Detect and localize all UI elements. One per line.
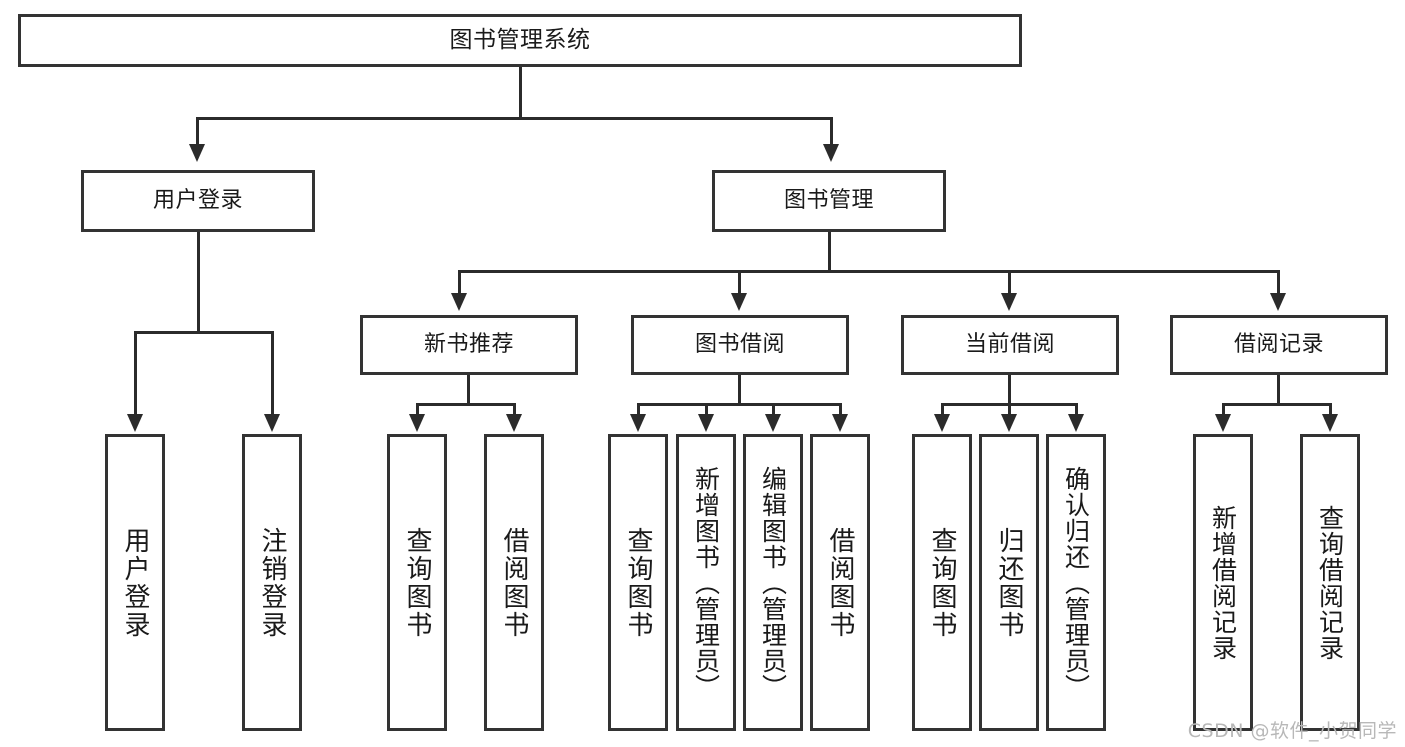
leaf-user-login-0[interactable]: 用户登录: [105, 434, 165, 731]
node-root-book-management-system[interactable]: 图书管理系统: [18, 14, 1022, 67]
edge-user-login-stem: [197, 232, 200, 333]
edge-book-management-stem: [828, 232, 831, 272]
node-book-management[interactable]: 图书管理: [712, 170, 946, 232]
edge-to-borrow-record: [1277, 270, 1280, 294]
node-user-login[interactable]: 用户登录: [81, 170, 315, 232]
arrowhead-br-leaf-0: [1215, 414, 1231, 432]
edge-br-to-leaf-0: [1222, 403, 1225, 415]
edge-to-book-borrow: [738, 270, 741, 294]
leaf-user-login-1[interactable]: 注销登录: [242, 434, 302, 731]
arrowhead-to-book-management: [823, 144, 839, 162]
node-label: 归还图书: [994, 526, 1024, 639]
node-label: 编辑图书（管理员）: [758, 465, 788, 700]
arrowhead-bb-leaf-0: [630, 414, 646, 432]
edge-user-login-bus: [134, 331, 273, 334]
leaf-book-borrow-1[interactable]: 新增图书（管理员）: [676, 434, 736, 731]
arrowhead-user-login-leaf-0: [127, 414, 143, 432]
edge-new-book-recommend-stem: [467, 375, 470, 405]
arrowhead-cb-leaf-2: [1068, 414, 1084, 432]
arrowhead-nbr-leaf-0: [409, 414, 425, 432]
edge-current-borrow-stem: [1008, 375, 1011, 405]
leaf-book-borrow-0[interactable]: 查询图书: [608, 434, 668, 731]
node-label: 图书借阅: [694, 332, 785, 358]
edge-root-bus: [196, 117, 833, 120]
node-label: 借阅图书: [499, 526, 529, 639]
arrowhead-to-user-login: [189, 144, 205, 162]
arrowhead-book-borrow: [731, 293, 747, 311]
edge-bb-to-leaf-0: [637, 403, 640, 415]
node-label: 用户登录: [120, 526, 150, 639]
leaf-book-borrow-3[interactable]: 借阅图书: [810, 434, 870, 731]
arrowhead-br-leaf-1: [1322, 414, 1338, 432]
edge-to-current-borrow: [1008, 270, 1011, 294]
leaf-new-book-recommend-0[interactable]: 查询图书: [387, 434, 447, 731]
node-label: 确认归还（管理员）: [1061, 465, 1091, 700]
edge-cb-to-leaf-1: [1008, 403, 1011, 415]
edge-user-login-to-leaf-1: [271, 331, 274, 415]
edge-level3-bus: [458, 270, 1280, 273]
node-label: 注销登录: [257, 526, 287, 639]
arrowhead-current-borrow: [1001, 293, 1017, 311]
leaf-new-book-recommend-1[interactable]: 借阅图书: [484, 434, 544, 731]
leaf-borrow-record-1[interactable]: 查询借阅记录: [1300, 434, 1360, 731]
leaf-current-borrow-2[interactable]: 确认归还（管理员）: [1046, 434, 1106, 731]
edge-root-to-book-management: [830, 117, 833, 145]
csdn-watermark: CSDN @软件_小贺同学: [1187, 720, 1397, 742]
arrowhead-cb-leaf-0: [934, 414, 950, 432]
edge-borrow-record-bus: [1222, 403, 1332, 406]
edge-bb-to-leaf-2: [772, 403, 775, 415]
arrowhead-new-book-recommend: [451, 293, 467, 311]
edge-book-borrow-bus: [637, 403, 842, 406]
arrowhead-bb-leaf-3: [832, 414, 848, 432]
node-label: 借阅记录: [1233, 332, 1324, 358]
edge-borrow-record-stem: [1277, 375, 1280, 405]
edge-book-borrow-stem: [738, 375, 741, 405]
arrowhead-cb-leaf-1: [1001, 414, 1017, 432]
edge-cb-to-leaf-0: [941, 403, 944, 415]
edge-root-to-user-login: [196, 117, 199, 145]
node-label: 当前借阅: [964, 332, 1055, 358]
edge-cb-to-leaf-2: [1075, 403, 1078, 415]
node-borrow-record[interactable]: 借阅记录: [1170, 315, 1388, 375]
node-label: 借阅图书: [825, 526, 855, 639]
edge-nbr-to-leaf-0: [416, 403, 419, 415]
node-label: 查询图书: [927, 526, 957, 639]
node-label: 新书推荐: [423, 332, 514, 358]
edge-new-book-recommend-bus: [416, 403, 516, 406]
arrowhead-nbr-leaf-1: [506, 414, 522, 432]
leaf-current-borrow-1[interactable]: 归还图书: [979, 434, 1039, 731]
arrowhead-user-login-leaf-1: [264, 414, 280, 432]
leaf-book-borrow-2[interactable]: 编辑图书（管理员）: [743, 434, 803, 731]
edge-to-new-book-recommend: [458, 270, 461, 294]
node-label: 图书管理: [783, 188, 874, 214]
edge-br-to-leaf-1: [1329, 403, 1332, 415]
leaf-borrow-record-0[interactable]: 新增借阅记录: [1193, 434, 1253, 731]
edge-root-stem: [519, 67, 522, 119]
arrowhead-bb-leaf-1: [698, 414, 714, 432]
node-label: 查询借阅记录: [1315, 504, 1345, 661]
node-label: 新增借阅记录: [1208, 504, 1238, 661]
edge-bb-to-leaf-3: [839, 403, 842, 415]
edge-user-login-to-leaf-0: [134, 331, 137, 415]
node-label: 图书管理系统: [449, 27, 591, 54]
node-label: 查询图书: [402, 526, 432, 639]
edge-bb-to-leaf-1: [705, 403, 708, 415]
node-label: 用户登录: [152, 188, 243, 214]
leaf-current-borrow-0[interactable]: 查询图书: [912, 434, 972, 731]
node-label: 新增图书（管理员）: [691, 465, 721, 700]
node-book-borrow[interactable]: 图书借阅: [631, 315, 849, 375]
node-current-borrow[interactable]: 当前借阅: [901, 315, 1119, 375]
node-new-book-recommend[interactable]: 新书推荐: [360, 315, 578, 375]
arrowhead-bb-leaf-2: [765, 414, 781, 432]
arrowhead-borrow-record: [1270, 293, 1286, 311]
edge-nbr-to-leaf-1: [513, 403, 516, 415]
node-label: 查询图书: [623, 526, 653, 639]
